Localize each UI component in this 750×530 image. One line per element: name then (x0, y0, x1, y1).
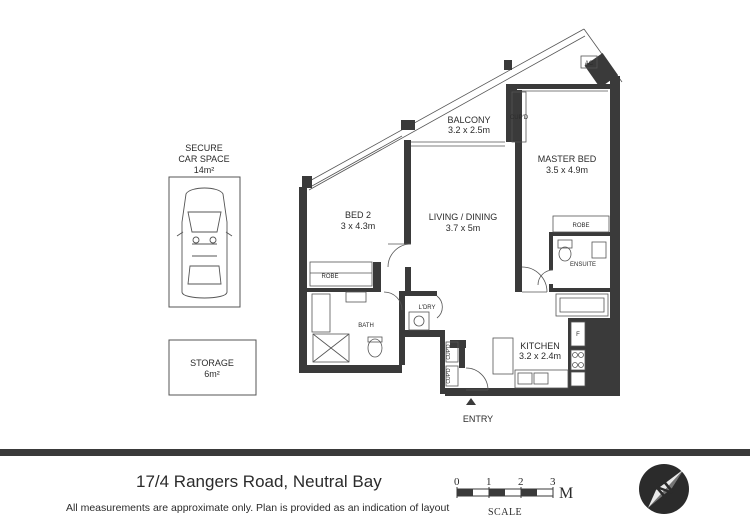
car-space: SECURE CAR SPACE 14m² (168, 143, 241, 308)
ac-label: AC (585, 61, 594, 67)
compass-icon (639, 464, 689, 514)
fittings (309, 55, 610, 389)
car-space-subtitle: CAR SPACE (178, 154, 229, 164)
bath-name: BATH (358, 323, 374, 329)
bed2-robe-label: ROBE (321, 274, 338, 280)
master-bed-dims: 3.5 x 4.9m (546, 165, 588, 175)
scale-tick-3: 3 (550, 476, 556, 488)
master-robe-label: ROBE (572, 223, 589, 229)
master-bed-name: MASTER BED (538, 154, 597, 164)
car-space-title: SECURE (185, 143, 223, 153)
ensuite-name: ENSUITE (570, 262, 596, 268)
scale-tick-2: 2 (518, 476, 524, 488)
scale-title: SCALE (488, 507, 523, 518)
living-name: LIVING / DINING (429, 212, 498, 222)
living-dims: 3.7 x 5m (446, 223, 481, 233)
entry-cupboard-2-label: CUP'D (446, 368, 452, 384)
scale-bar (456, 487, 554, 498)
fridge-label: F (576, 332, 580, 338)
balcony-dims: 3.2 x 2.5m (448, 125, 490, 135)
property-address: 17/4 Rangers Road, Neutral Bay (136, 472, 382, 491)
storage: STORAGE 6m² (168, 339, 257, 396)
scale-unit: M (559, 485, 574, 502)
car-icon (176, 187, 233, 299)
entry-arrow-icon (466, 398, 476, 405)
laundry-name: L'DRY (418, 305, 435, 311)
entry-label: ENTRY (463, 414, 493, 424)
scale-tick-1: 1 (486, 476, 492, 488)
bed2-dims: 3 x 4.3m (341, 221, 376, 231)
balcony-name: BALCONY (447, 115, 490, 125)
storage-label: STORAGE (190, 358, 234, 368)
disclaimer: All measurements are approximate only. P… (66, 502, 450, 514)
kitchen-name: KITCHEN (520, 341, 560, 351)
car-space-area: 14m² (194, 165, 215, 175)
entry-cupboard-1-label: CUP'D (446, 344, 452, 360)
scale-tick-0: 0 (454, 476, 460, 488)
balcony-cupboard-label: CUP'D (510, 115, 529, 121)
kitchen-appliances (570, 321, 586, 387)
kitchen-dims: 3.2 x 2.4m (519, 351, 561, 361)
storage-area: 6m² (204, 369, 220, 379)
bed2-name: BED 2 (345, 210, 371, 220)
footer-divider (0, 449, 750, 456)
doors (383, 243, 554, 391)
